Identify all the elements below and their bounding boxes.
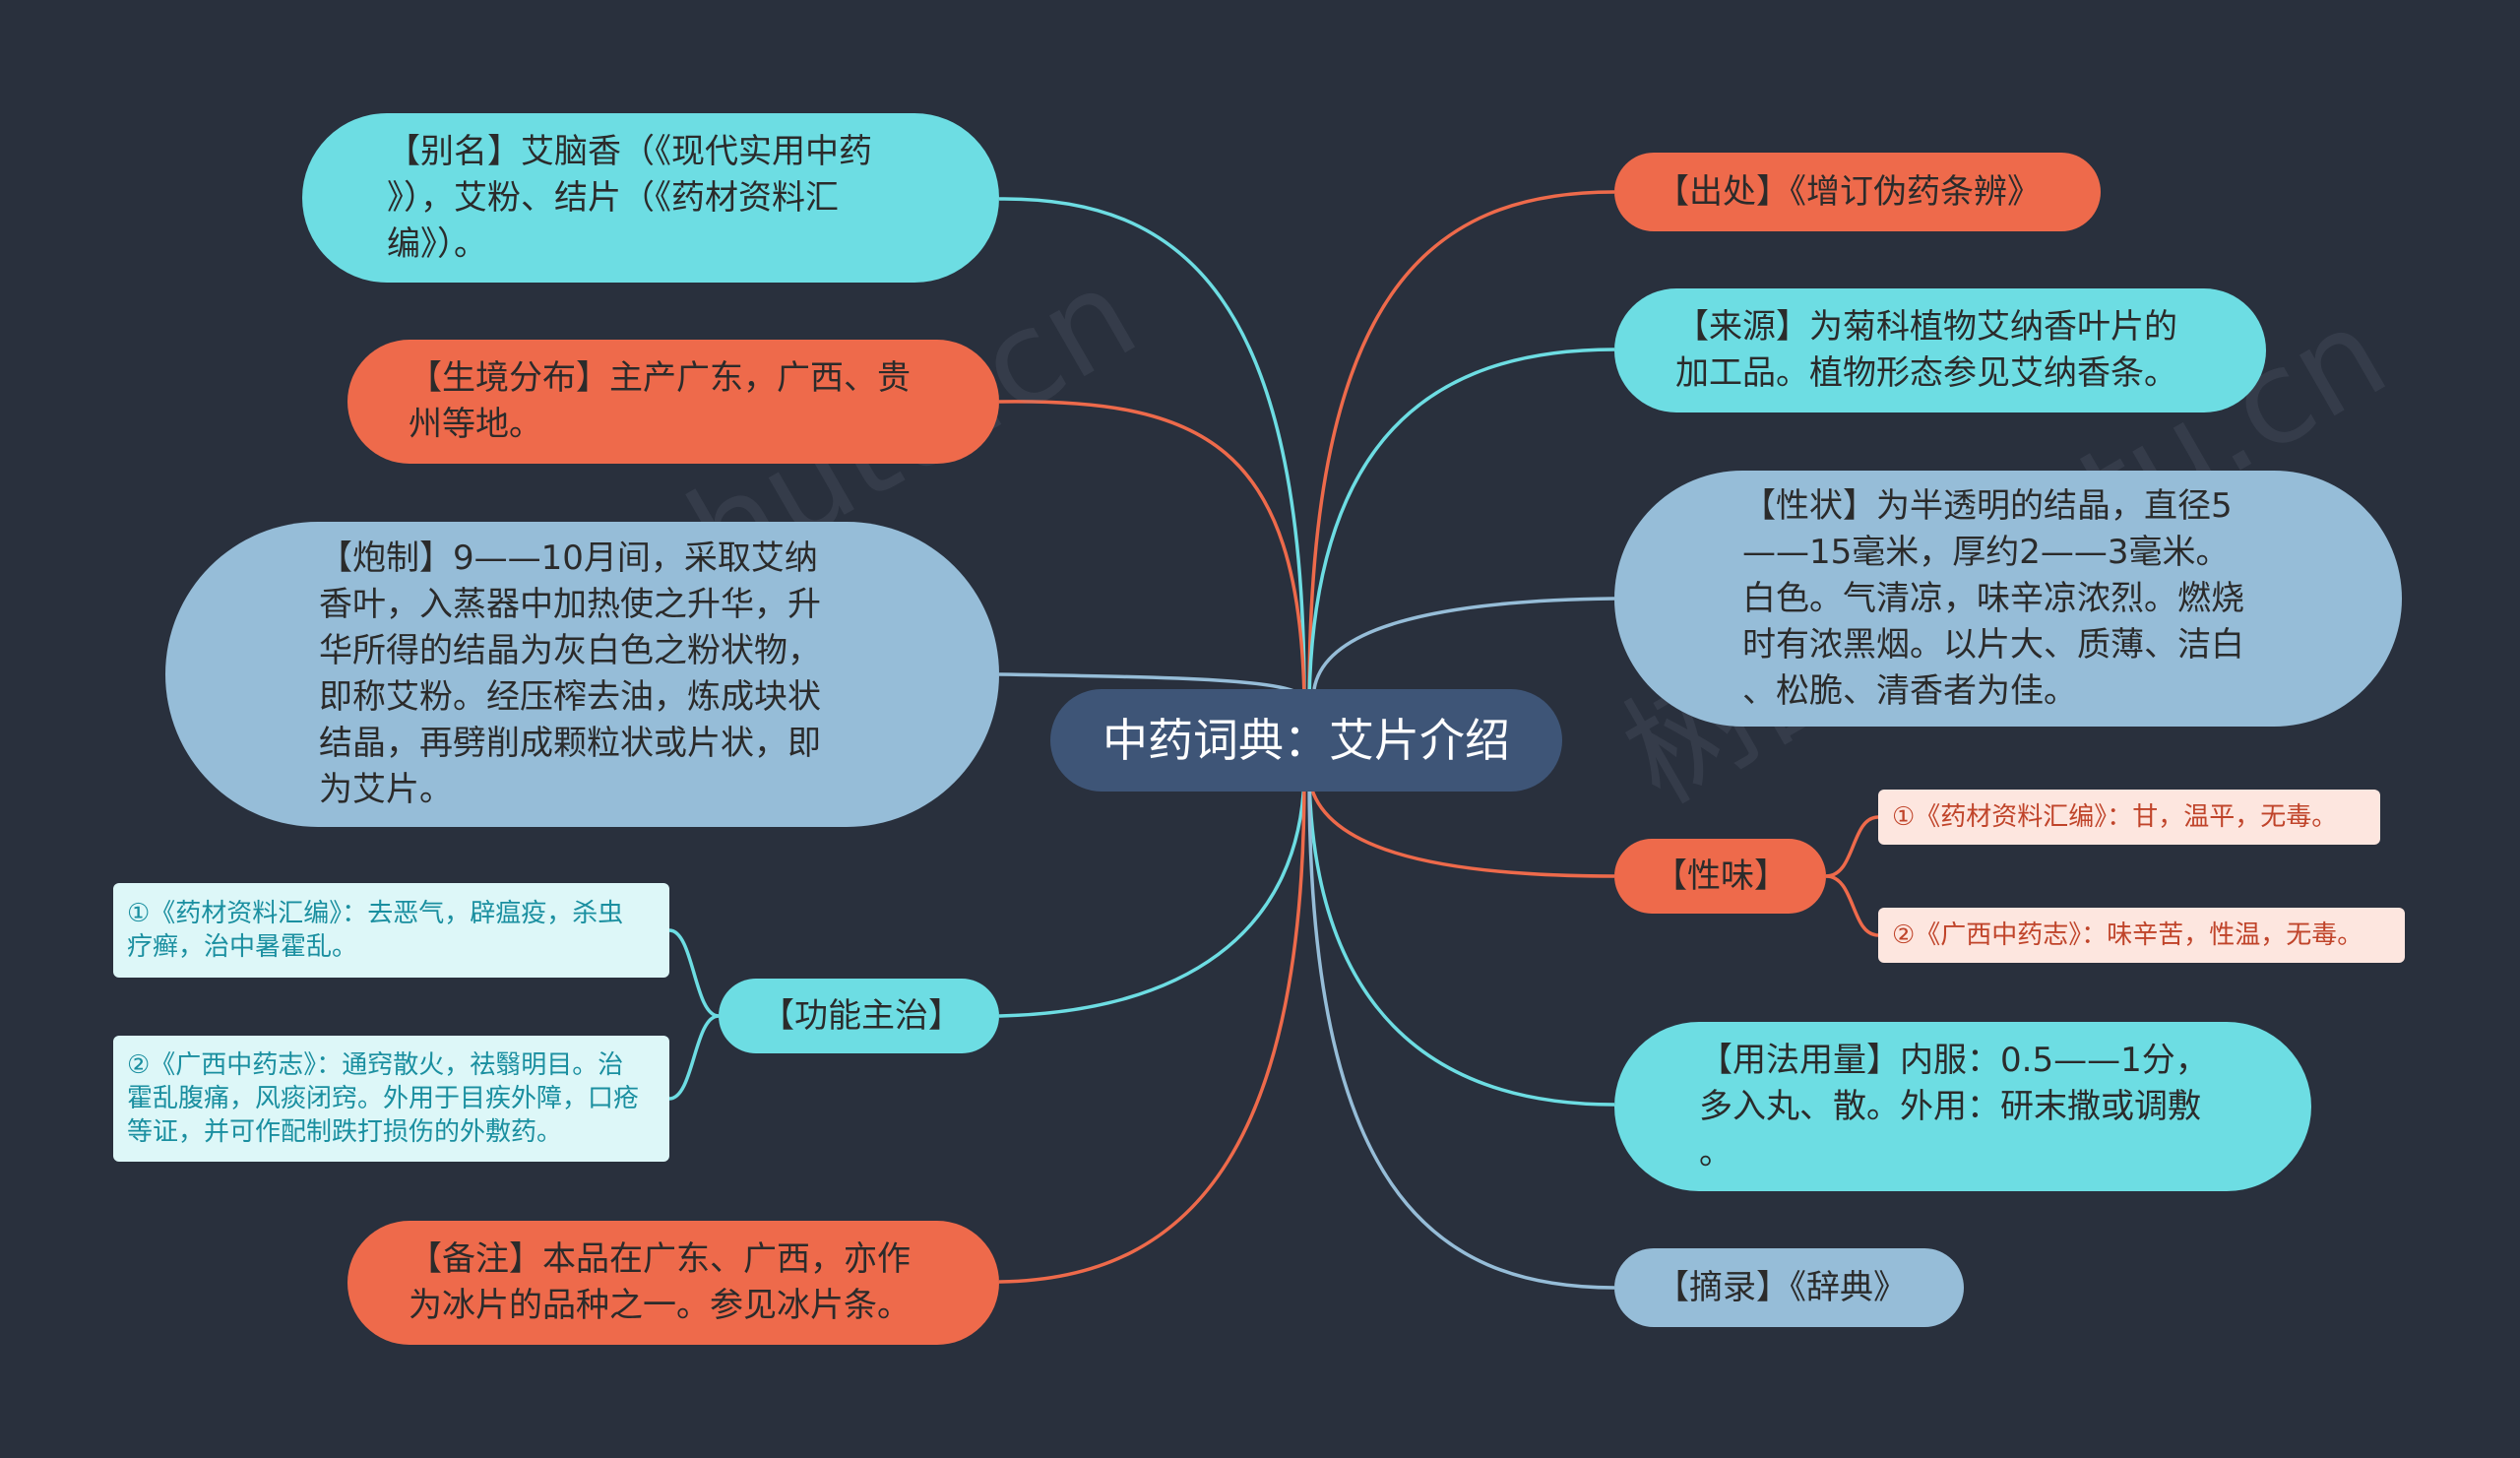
- link-beizhu: [998, 777, 1306, 1284]
- topic-xingzhuang[interactable]: 【性状】为半透明的结晶，直径5 ——15毫米，厚约2——3毫米。 白色。气清凉，…: [1614, 471, 2402, 727]
- link-xingwei: [1307, 777, 1615, 878]
- link-leaf-xw2: [1825, 874, 1879, 937]
- link-chuchu: [1307, 190, 1615, 700]
- leaf-xingwei-2-label: ②《广西中药志》：味辛苦，性温，无毒。: [1892, 920, 2363, 950]
- topic-bieming-label: 【别名】艾脑香（《现代实用中药 》），艾粉、结片（《药材资料汇 编》）。: [387, 131, 872, 264]
- link-xingzhuang: [1312, 597, 1615, 690]
- leaf-gongneng-1-label: ①《药材资料汇编》：去恶气，辟瘟疫，杀虫 疗癣，治中暑霍乱。: [127, 899, 624, 962]
- topic-zhailu-label: 【摘录】《辞典》: [1656, 1267, 1907, 1307]
- link-leaf-gn1: [668, 928, 720, 1018]
- topic-chuchu-label: 【出处】《增订伪药条辨》: [1656, 171, 2041, 212]
- link-yongfa: [1307, 777, 1615, 1107]
- topic-xingwei[interactable]: 【性味】: [1614, 839, 1826, 914]
- topic-yongfa[interactable]: 【用法用量】内服：0.5——1分， 多入丸、散。外用：研末撒或调敷 。: [1614, 1022, 2311, 1191]
- link-zhailu: [1307, 777, 1615, 1290]
- topic-shengjing[interactable]: 【生境分布】主产广东，广西、贵 州等地。: [347, 340, 999, 464]
- topic-paozhi[interactable]: 【炮制】9——10月间，采取艾纳 香叶，入蒸器中加热使之升华，升 华所得的结晶为…: [165, 522, 999, 827]
- link-shengjing: [998, 400, 1306, 700]
- topic-laiyuan-label: 【来源】为菊科植物艾纳香叶片的 加工品。植物形态参见艾纳香条。: [1675, 307, 2177, 393]
- central-topic[interactable]: 中药词典：艾片介绍: [1050, 689, 1562, 792]
- leaf-xingwei-1[interactable]: ①《药材资料汇编》：甘，温平，无毒。: [1878, 790, 2380, 845]
- topic-beizhu-label: 【备注】本品在广东、广西，亦作 为冰片的品种之一。参见冰片条。: [409, 1239, 911, 1325]
- link-gongneng: [998, 777, 1306, 1018]
- link-leaf-gn2: [668, 1014, 720, 1101]
- leaf-gongneng-1[interactable]: ①《药材资料汇编》：去恶气，辟瘟疫，杀虫 疗癣，治中暑霍乱。: [113, 883, 669, 978]
- leaf-xingwei-1-label: ①《药材资料汇编》：甘，温平，无毒。: [1892, 802, 2338, 832]
- topic-chuchu[interactable]: 【出处】《增订伪药条辨》: [1614, 153, 2101, 231]
- topic-paozhi-label: 【炮制】9——10月间，采取艾纳 香叶，入蒸器中加热使之升华，升 华所得的结晶为…: [319, 539, 821, 809]
- topic-gongneng-label: 【功能主治】: [761, 995, 962, 1036]
- topic-laiyuan[interactable]: 【来源】为菊科植物艾纳香叶片的 加工品。植物形态参见艾纳香条。: [1614, 288, 2266, 412]
- leaf-xingwei-2[interactable]: ②《广西中药志》：味辛苦，性温，无毒。: [1878, 908, 2405, 963]
- central-topic-label: 中药词典：艾片介绍: [1102, 713, 1510, 767]
- link-bieming: [998, 197, 1306, 700]
- topic-shengjing-label: 【生境分布】主产广东，广西、贵 州等地。: [409, 358, 911, 444]
- topic-yongfa-label: 【用法用量】内服：0.5——1分， 多入丸、散。外用：研末撒或调敷 。: [1699, 1040, 2209, 1173]
- link-leaf-xw1: [1825, 815, 1879, 878]
- topic-gongneng[interactable]: 【功能主治】: [719, 979, 999, 1053]
- leaf-gongneng-2[interactable]: ②《广西中药志》：通窍散火，祛翳明目。治 霍乱腹痛，风痰闭窍。外用于目疾外障，口…: [113, 1036, 669, 1162]
- topic-bieming[interactable]: 【别名】艾脑香（《现代实用中药 》），艾粉、结片（《药材资料汇 编》）。: [302, 113, 999, 283]
- topic-xingwei-label: 【性味】: [1654, 856, 1788, 896]
- topic-beizhu[interactable]: 【备注】本品在广东、广西，亦作 为冰片的品种之一。参见冰片条。: [347, 1221, 999, 1345]
- link-laiyuan: [1307, 348, 1615, 700]
- topic-xingzhuang-label: 【性状】为半透明的结晶，直径5 ——15毫米，厚约2——3毫米。 白色。气清凉，…: [1742, 485, 2244, 711]
- leaf-gongneng-2-label: ②《广西中药志》：通窍散火，祛翳明目。治 霍乱腹痛，风痰闭窍。外用于目疾外障，口…: [127, 1050, 640, 1147]
- topic-zhailu[interactable]: 【摘录】《辞典》: [1614, 1248, 1964, 1327]
